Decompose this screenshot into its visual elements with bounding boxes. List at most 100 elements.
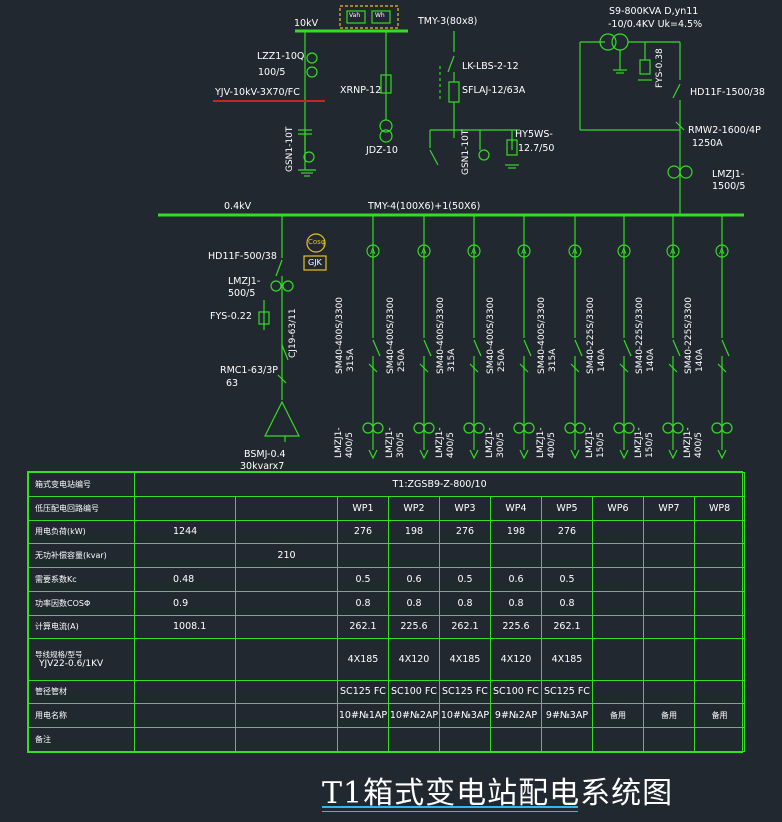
ammeter-icon [517, 244, 531, 258]
table-cell [235, 727, 338, 752]
table-cell: 9#№2AP [490, 703, 542, 729]
feeder-ct-ratio: 150/5 [645, 432, 655, 458]
ammeter-label: A [370, 247, 376, 256]
table-cell: 备用 [693, 703, 746, 729]
table-cell: WP2 [388, 495, 440, 521]
transformer-ratio: -10/0.4KV Uk=4.5% [608, 19, 703, 30]
hv-busbar-label: TMY-3(80x8) [418, 16, 478, 27]
ct-in-label: LZZ1-10Q [257, 51, 305, 62]
table-cell [643, 727, 695, 752]
table-cell [439, 727, 491, 752]
feeder-current-label: 250A [497, 348, 507, 372]
table-cell [490, 543, 542, 569]
table-cell: 210 [235, 543, 338, 569]
table-cell: 9#№3AP [541, 703, 593, 729]
table-cell [693, 638, 746, 681]
table-cell: 0.5 [541, 567, 593, 592]
cable-in-label: YJV-10kV-3X70/FC [215, 87, 300, 98]
main-ct-ratio: 1500/5 [712, 181, 746, 192]
table-cell: 备用 [643, 703, 695, 729]
breaker-contact [473, 339, 482, 357]
transformer-label: S9-800KVA D,yn11 [609, 6, 699, 17]
ammeter-label: A [421, 247, 427, 256]
cap-bank-rating: 30kvarx7 [240, 461, 285, 472]
ammeter-label: A [572, 247, 578, 256]
breaker-cross [668, 363, 678, 373]
ct-in-ratio: 100/5 [258, 67, 286, 78]
feeder-arrow-icon [717, 449, 727, 460]
table-cell: 198 [490, 519, 542, 545]
table-cell: WP7 [643, 495, 695, 521]
table-cell: 198 [388, 519, 440, 545]
table-cell [592, 638, 644, 681]
feeder-arrow-icon [519, 449, 529, 460]
table-cell [541, 543, 593, 569]
ammeter-icon [666, 244, 680, 258]
ct-icon [672, 422, 684, 434]
feeder-ct-label: LMZJ1- [536, 427, 546, 458]
table-cell: SC100 FC [388, 679, 440, 705]
ammeter-label: A [719, 247, 725, 256]
ct-icon [721, 422, 733, 434]
table-cell: 4X120 [490, 638, 542, 681]
table-cell [235, 638, 338, 681]
table-row: 备注 [28, 727, 746, 752]
breaker-cross [368, 363, 378, 373]
table-cell: 262.1 [541, 614, 593, 640]
lbs-label: LK-LBS-2-12 [462, 61, 519, 72]
table-cell: WP4 [490, 495, 542, 521]
page-title: T1箱式变电站配电系统图 [322, 776, 674, 811]
table-cell [693, 519, 746, 545]
breaker-contact [372, 339, 381, 357]
table-cell [337, 727, 389, 752]
table-cell [643, 679, 695, 705]
table-cell [592, 519, 644, 545]
table-cell [134, 543, 236, 569]
table-cell [693, 614, 746, 640]
ct-icon [463, 422, 475, 434]
lv-bus-label: 0.4kV [224, 201, 252, 212]
table-cell: 262.1 [337, 614, 389, 640]
table-cell: 0.8 [541, 590, 593, 616]
ammeter-label: A [471, 247, 477, 256]
table-cell: 10#№2AP [388, 703, 440, 729]
ct-icon [662, 422, 674, 434]
ammeter-icon [417, 244, 431, 258]
cap-ct-label: LMZJ1- [228, 276, 261, 287]
table-cell: SC100 FC [490, 679, 542, 705]
table-cell: 225.6 [490, 614, 542, 640]
feeder-ct-label: LMZJ1- [435, 427, 445, 458]
breaker-contact [721, 339, 730, 357]
feeder-current-label: 140A [646, 348, 656, 372]
feeder-arrow-icon [570, 449, 580, 460]
table-cell: 0.48 [134, 567, 236, 592]
main-breaker-rating: 1250A [692, 138, 723, 149]
indicator-left-label: GSN1-10T [285, 126, 295, 172]
cosphi-label: Cosφ [308, 238, 326, 246]
table-cell: 4X185 [439, 638, 491, 681]
table-cell [643, 567, 695, 592]
table-cell: WP5 [541, 495, 593, 521]
feeder-breaker-label: SM40-225S/3300 [586, 296, 596, 374]
feeder-breaker-label: SM40-400S/3300 [486, 296, 496, 374]
breaker-cross [469, 363, 479, 373]
table-cell [592, 727, 644, 752]
feeder-current-label: 140A [695, 348, 705, 372]
row-label: 低压配电回路编号 [28, 495, 135, 521]
gjk-label: GJK [308, 258, 322, 267]
meter-b-label: Wh [375, 12, 385, 19]
table-cell [693, 590, 746, 616]
ammeter-icon [568, 244, 582, 258]
feeder-current-label: 315A [548, 348, 558, 372]
breaker-cross [717, 363, 727, 373]
breaker-contact [574, 339, 583, 357]
table-cell [693, 543, 746, 569]
table-cell [592, 679, 644, 705]
